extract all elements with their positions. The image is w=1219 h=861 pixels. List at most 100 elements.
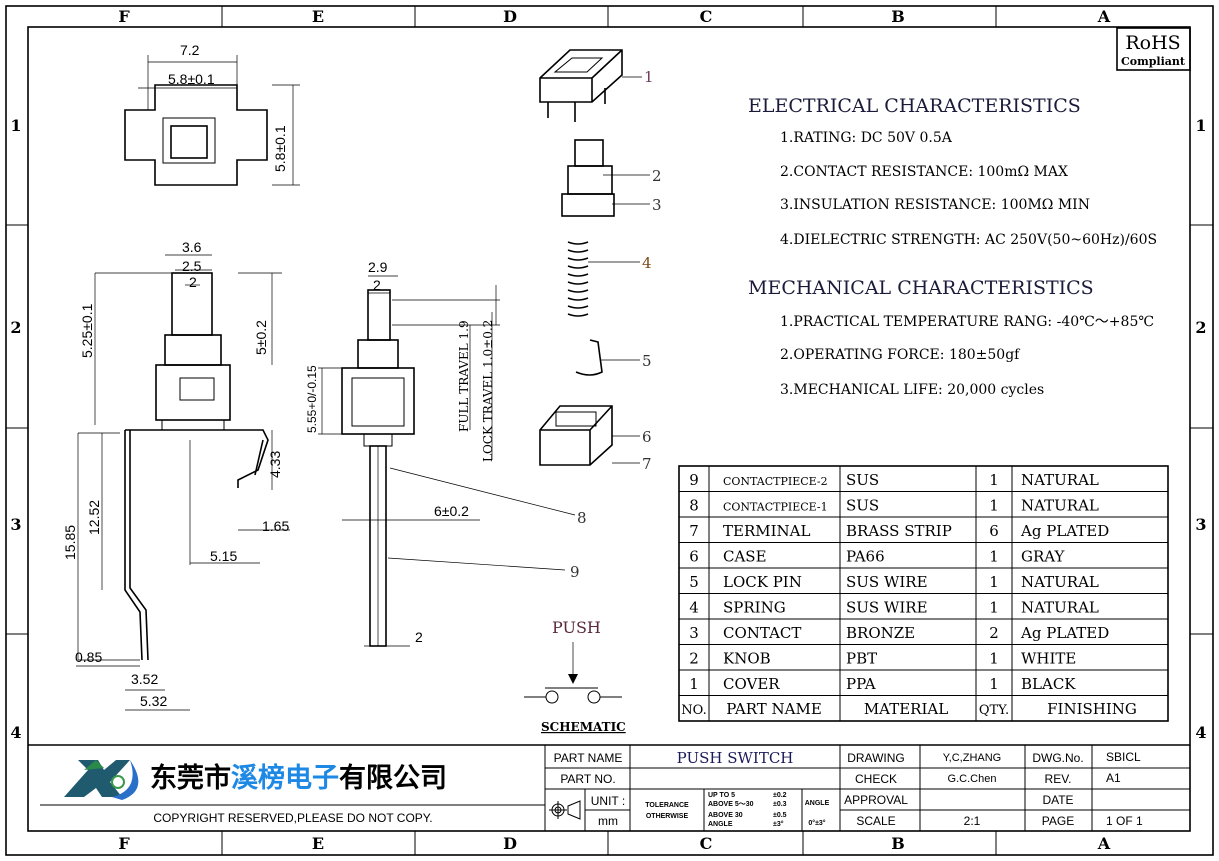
- rohs-badge: RoHS Compliant: [1116, 27, 1191, 71]
- zone-dividers: [6, 6, 1213, 855]
- bom-cell: Ag PLATED: [1020, 522, 1109, 540]
- svg-text:3: 3: [10, 515, 21, 534]
- svg-text:F: F: [118, 834, 130, 853]
- svg-text:4: 4: [10, 723, 21, 742]
- svg-text:Compliant: Compliant: [1121, 55, 1186, 68]
- svg-text:PART NAME: PART NAME: [554, 751, 623, 765]
- bom-cell: 6: [689, 548, 699, 566]
- svg-text:3: 3: [652, 196, 662, 214]
- bom-cell: CASE: [723, 548, 767, 566]
- svg-text:3.6: 3.6: [182, 239, 202, 255]
- bom-cell: BLACK: [1021, 675, 1076, 693]
- outer-frame: [5, 5, 1214, 856]
- svg-text:PUSH: PUSH: [552, 618, 601, 637]
- bom-cell: 6: [989, 522, 999, 540]
- svg-text:7.2: 7.2: [180, 42, 200, 58]
- svg-text:4.DIELECTRIC STRENGTH: AC 250V: 4.DIELECTRIC STRENGTH: AC 250V(50~60Hz)/…: [780, 232, 1157, 248]
- top-view-dims: 7.2 5.8±0.1 5.8±0.1: [168, 42, 288, 172]
- svg-text:5: 5: [642, 352, 652, 370]
- svg-text:±0.5: ±0.5: [773, 812, 787, 819]
- front-view-dims: 3.6 2.5 2 5.25±0.1 5±0.2 15.85 12.52 4.3…: [62, 239, 289, 709]
- svg-text:4.33: 4.33: [267, 451, 283, 478]
- svg-text:REV.: REV.: [1045, 772, 1072, 786]
- balloon-leaders: [588, 76, 650, 464]
- svg-text:mm: mm: [598, 814, 618, 828]
- mechanical-characteristics: MECHANICAL CHARACTERISTICS 1.PRACTICAL T…: [748, 277, 1154, 398]
- bom-cell: 1: [989, 471, 999, 489]
- schematic-symbol: PUSH SCHEMATIC: [524, 618, 626, 734]
- bom-cell: CONTACTPIECE-1: [723, 501, 828, 514]
- svg-text:E: E: [312, 7, 324, 26]
- svg-text:2.9: 2.9: [368, 259, 388, 275]
- bom-cell: NATURAL: [1021, 497, 1099, 515]
- bom-cell: TERMINAL: [723, 522, 810, 540]
- bom-cell: SUS WIRE: [846, 599, 928, 617]
- bom-cell: NATURAL: [1021, 471, 1099, 489]
- inner-frame: [27, 26, 1191, 832]
- svg-text:C: C: [700, 834, 713, 853]
- svg-text:±0.2: ±0.2: [773, 792, 787, 799]
- svg-text:1 OF 1: 1 OF 1: [1106, 814, 1143, 828]
- projection-symbol-icon: [549, 800, 581, 820]
- bom-cell: CONTACTPIECE-2: [723, 475, 828, 488]
- bom-cell: 1: [989, 573, 999, 591]
- bom-cell: Ag PLATED: [1020, 624, 1109, 642]
- bom-cell: 1: [689, 675, 699, 693]
- svg-text:3.INSULATION RESISTANCE: 100MΩ: 3.INSULATION RESISTANCE: 100MΩ MIN: [780, 197, 1090, 213]
- bom-cell: KNOB: [723, 650, 771, 668]
- svg-text:1: 1: [644, 68, 654, 86]
- bom-cell: PA66: [846, 548, 885, 566]
- bom-cell: 5: [689, 573, 699, 591]
- svg-text:NO.: NO.: [681, 703, 706, 718]
- svg-text:C: C: [700, 7, 713, 26]
- svg-text:B: B: [891, 834, 905, 853]
- svg-text:1.PRACTICAL TEMPERATURE RANG:: 1.PRACTICAL TEMPERATURE RANG: -40℃～+85℃: [780, 314, 1154, 330]
- svg-text:2.OPERATING FORCE: 180±50gf: 2.OPERATING FORCE: 180±50gf: [780, 347, 1021, 363]
- svg-text:E: E: [312, 834, 324, 853]
- svg-text:12.52: 12.52: [86, 500, 102, 535]
- svg-text:9: 9: [570, 563, 580, 581]
- title-block: 东莞市溪榜电子有限公司 COPYRIGHT RESERVED,PLEASE DO…: [28, 744, 1190, 831]
- svg-text:D: D: [503, 7, 517, 26]
- svg-text:FULL TRAVEL 1.9: FULL TRAVEL 1.9: [457, 320, 471, 432]
- bom-cell: BRASS STRIP: [846, 522, 952, 540]
- svg-text:LOCK TRAVEL 1.0±0.2: LOCK TRAVEL 1.0±0.2: [481, 320, 495, 462]
- svg-text:DWG.No.: DWG.No.: [1032, 751, 1083, 765]
- svg-text:MATERIAL: MATERIAL: [864, 700, 948, 718]
- front-view-drawing: [76, 254, 290, 711]
- svg-text:1.65: 1.65: [262, 518, 289, 534]
- svg-text:4: 4: [642, 254, 652, 272]
- svg-text:0°±3°: 0°±3°: [808, 819, 825, 827]
- svg-text:7: 7: [642, 455, 652, 473]
- svg-text:PAGE: PAGE: [1042, 814, 1074, 828]
- bom-cell: 1: [989, 548, 999, 566]
- bom-cell: BRONZE: [846, 624, 915, 642]
- svg-text:ELECTRICAL CHARACTERISTICS: ELECTRICAL CHARACTERISTICS: [748, 95, 1081, 117]
- svg-text:2.5: 2.5: [182, 258, 202, 274]
- svg-text:UNIT :: UNIT :: [591, 794, 625, 808]
- svg-text:F: F: [118, 7, 130, 26]
- bom-cell: CONTACT: [723, 624, 801, 642]
- bom-cell: NATURAL: [1021, 573, 1099, 591]
- svg-text:DATE: DATE: [1042, 793, 1073, 807]
- svg-text:ANGLE: ANGLE: [708, 821, 733, 828]
- bom-cell: 9: [689, 471, 699, 489]
- svg-text:FINISHING: FINISHING: [1047, 700, 1137, 718]
- svg-text:Y,C,ZHANG: Y,C,ZHANG: [943, 752, 1001, 764]
- svg-text:UP TO 5: UP TO 5: [708, 792, 735, 799]
- bom-cell: 7: [689, 522, 699, 540]
- svg-text:ANGLE: ANGLE: [805, 800, 830, 807]
- svg-text:CHECK: CHECK: [855, 772, 897, 786]
- svg-text:PART NO.: PART NO.: [560, 772, 615, 786]
- svg-text:2.CONTACT RESISTANCE: 100mΩ MA: 2.CONTACT RESISTANCE: 100mΩ MAX: [780, 164, 1068, 180]
- side-view-dims: 2.9 2 5.55+0/-0.15 FULL TRAVEL 1.9 LOCK …: [305, 259, 495, 645]
- svg-text:5.55+0/-0.15: 5.55+0/-0.15: [305, 365, 319, 433]
- svg-text:PART NAME: PART NAME: [726, 700, 822, 718]
- bom-cell: 3: [689, 624, 699, 642]
- svg-text:3.MECHANICAL LIFE: 20,000 cycl: 3.MECHANICAL LIFE: 20,000 cycles: [780, 382, 1044, 398]
- svg-text:15.85: 15.85: [62, 525, 78, 560]
- svg-text:A1: A1: [1106, 771, 1121, 785]
